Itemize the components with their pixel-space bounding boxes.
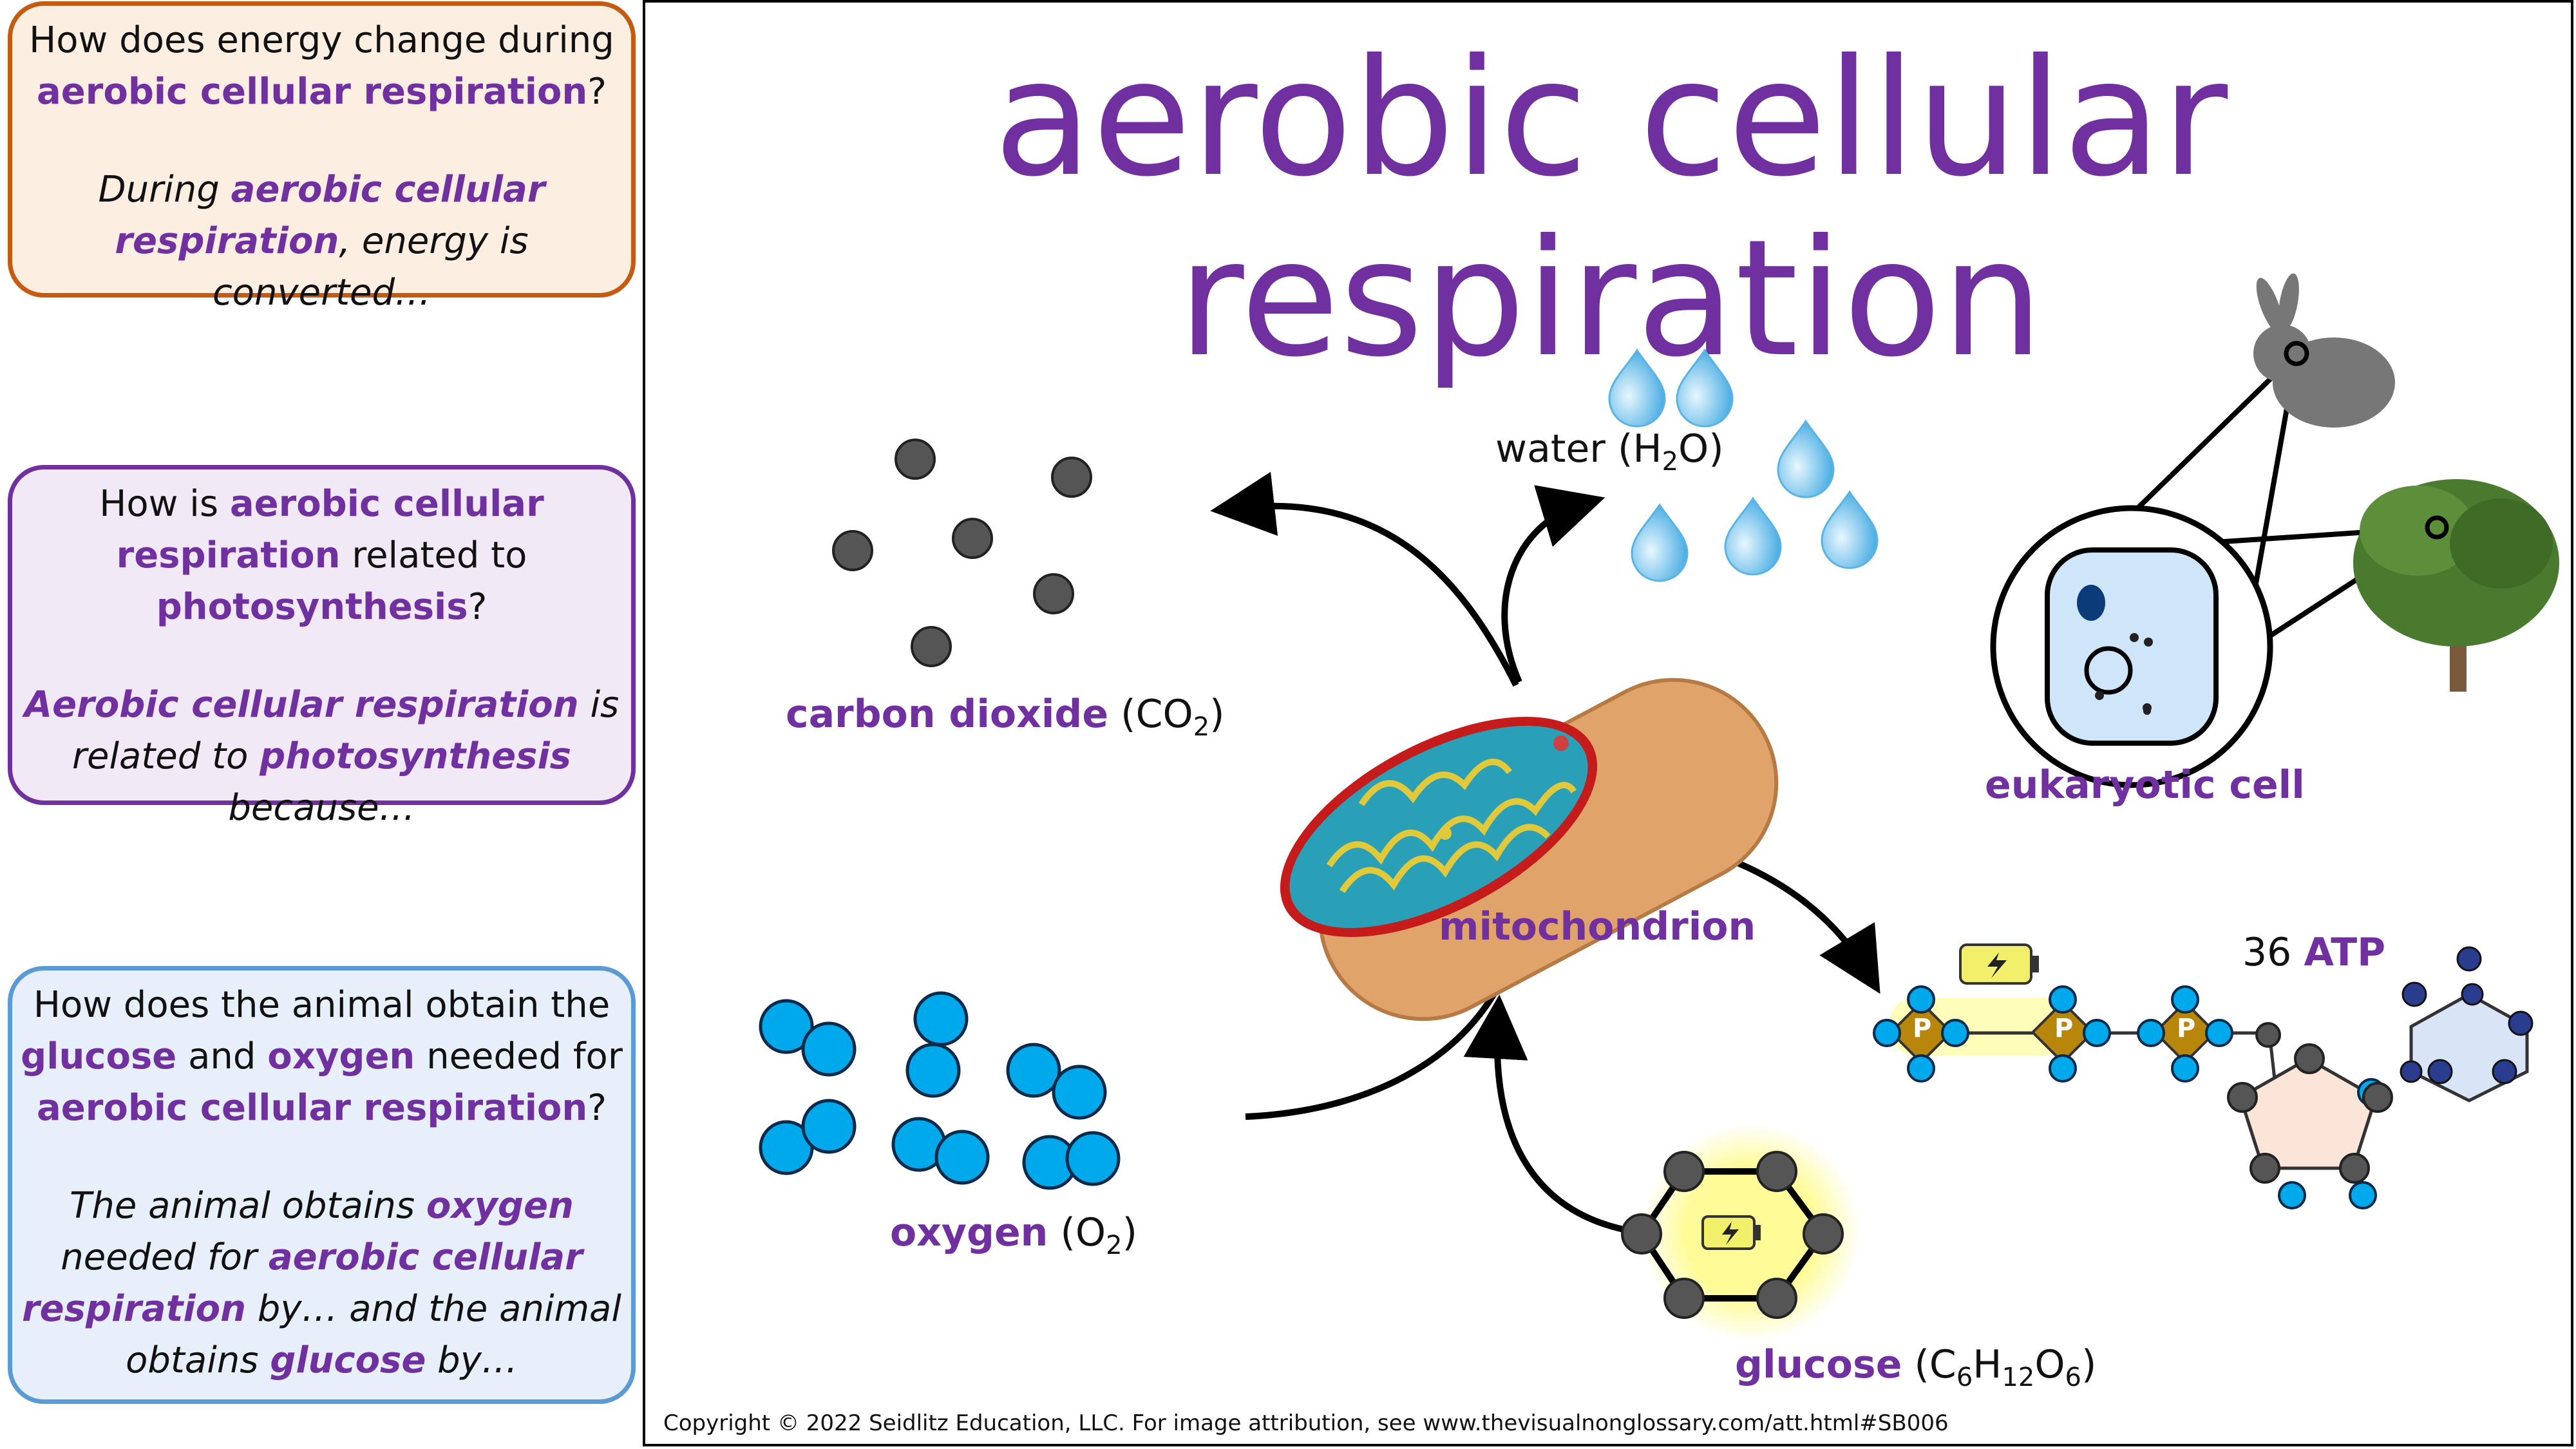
question-text: How is aerobic cellular respiration rela… (99, 483, 544, 628)
mitochondrion-label: mitochondrion (1439, 904, 1756, 949)
cell-icon (1990, 352, 2439, 788)
carbon-dioxide-molecules (832, 439, 1092, 667)
diagram-art (759, 273, 2559, 1342)
answer-stem: During aerobic cellular respiration, ene… (98, 169, 545, 314)
eukaryotic-cell-label: eukaryotic cell (1985, 762, 2305, 808)
water-label: water (H2O) (1495, 426, 1724, 477)
atp-molecule (1873, 943, 2533, 1209)
glucose-label: glucose (C6H12O6) (1735, 1342, 2097, 1392)
answer-stem: The animal obtains oxygen needed for aer… (22, 1185, 621, 1381)
question-text: How does energy change during aerobic ce… (29, 19, 614, 113)
page-title: aerobic cellular respiration (993, 24, 2228, 392)
carbon-dioxide-label: carbon dioxide (CO2) (786, 692, 1225, 742)
atp-label: 36 ATP (2242, 930, 2386, 975)
phosphate-label: P (2177, 1014, 2196, 1043)
battery-icon (1701, 1215, 1761, 1250)
water-drop-icon (1608, 348, 1879, 582)
oxygen-molecules (759, 991, 1121, 1190)
sidebar: How does energy change during aerobic ce… (0, 0, 644, 1449)
phosphate-label: P (2054, 1014, 2074, 1043)
glucose-molecule (1621, 1123, 1861, 1342)
answer-stem: Aerobic cellular respiration is related … (24, 684, 620, 829)
mitochondrion-icon (1280, 677, 1779, 1021)
question-box-glucose-oxygen: How does the animal obtain the glucose a… (8, 966, 636, 1404)
battery-icon (1959, 943, 2039, 985)
question-box-energy: How does energy change during aerobic ce… (8, 1, 636, 314)
phosphate-label: P (1913, 1014, 1932, 1043)
tree-icon (2353, 479, 2559, 692)
question-text: How does the animal obtain the glucose a… (21, 984, 623, 1129)
rabbit-icon (2253, 273, 2395, 428)
diagram-panel: aerobic cellular respiration (643, 0, 2573, 1446)
copyright-notice: Copyright © 2022 Seidlitz Education, LLC… (663, 1410, 1949, 1436)
question-box-photosynthesis: How is aerobic cellular respiration rela… (8, 465, 636, 829)
oxygen-label: oxygen (O2) (890, 1210, 1137, 1260)
